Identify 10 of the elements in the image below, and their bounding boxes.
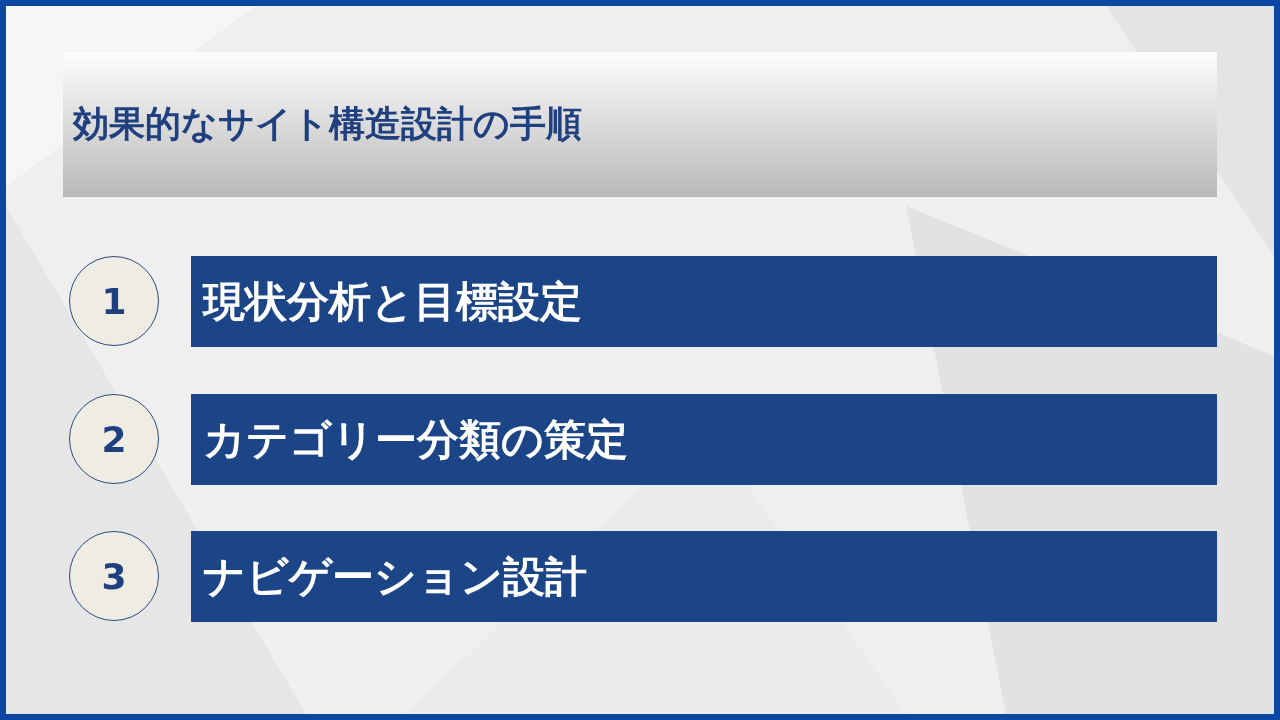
step-number: 1 — [101, 280, 127, 322]
title: 効果的なサイト構造設計の手順 — [73, 102, 582, 146]
step-box — [191, 394, 1217, 485]
step-box — [191, 256, 1217, 347]
step-label: カテゴリー分類の策定 — [203, 413, 628, 466]
step-box — [191, 531, 1217, 622]
step-label: 現状分析と目標設定 — [203, 275, 582, 328]
step-number: 3 — [101, 555, 127, 597]
step-number: 2 — [101, 418, 127, 460]
step-label: ナビゲーション設計 — [203, 550, 587, 603]
